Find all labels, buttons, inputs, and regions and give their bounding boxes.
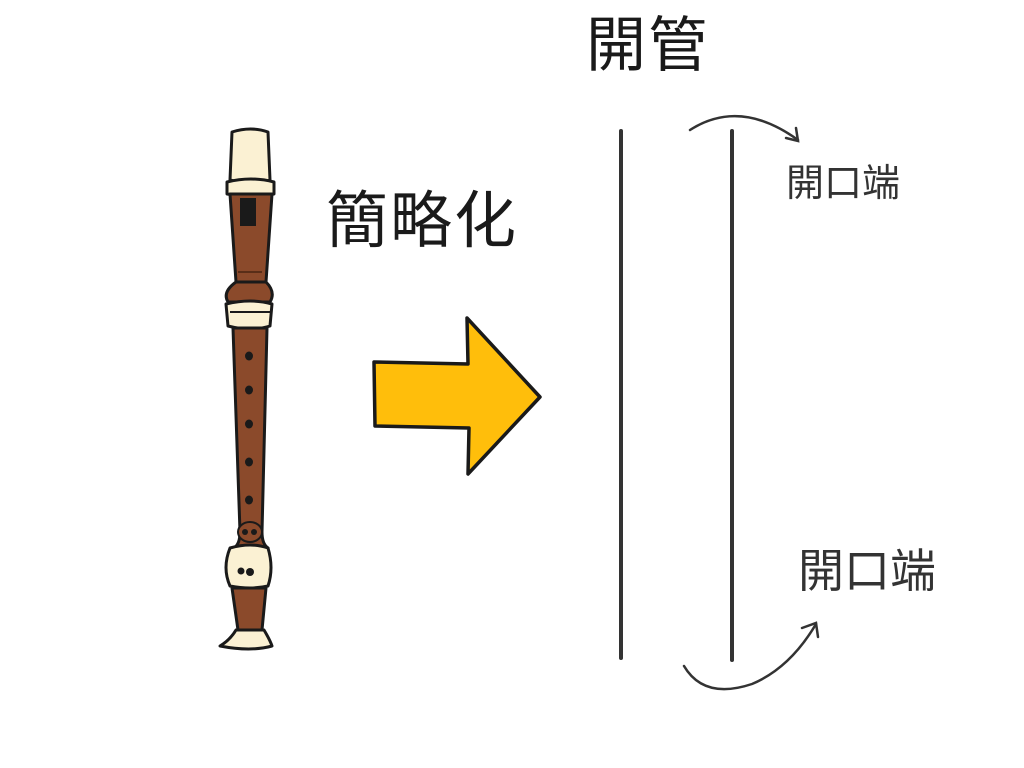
recorder-mouthpiece (228, 127, 272, 185)
top-curved-arrow-icon (688, 114, 800, 143)
recorder-double-hole-ring (237, 521, 263, 543)
recorder-foot-ivory (224, 543, 273, 590)
simplify-label: 簡略化 (326, 184, 519, 257)
diagram-title: 開管 (586, 11, 710, 81)
recorder-upper-bulge (224, 280, 274, 304)
recorder-middle-ring (224, 299, 274, 331)
recorder-finger-holes (245, 351, 253, 505)
open-end-label-bottom: 開口端 (798, 544, 936, 598)
recorder-body-joint (231, 326, 270, 550)
recorder-bell (218, 628, 274, 651)
recorder-window (240, 198, 256, 226)
open-end-label-top: 開口端 (786, 161, 901, 205)
bottom-curved-arrow-icon (682, 621, 820, 691)
recorder-foot-body (230, 586, 268, 632)
right-arrow-icon (372, 316, 542, 476)
recorder-icon (218, 127, 276, 651)
